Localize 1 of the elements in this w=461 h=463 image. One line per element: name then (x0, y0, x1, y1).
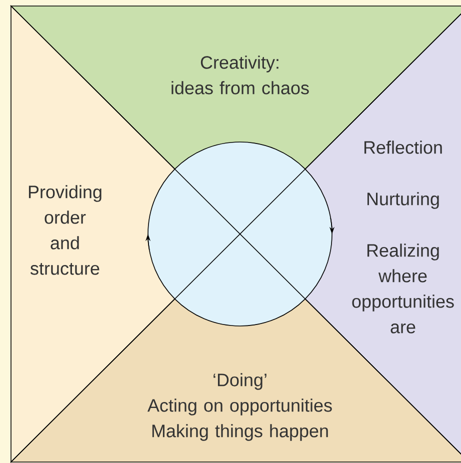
cycle-circle (145, 142, 335, 326)
